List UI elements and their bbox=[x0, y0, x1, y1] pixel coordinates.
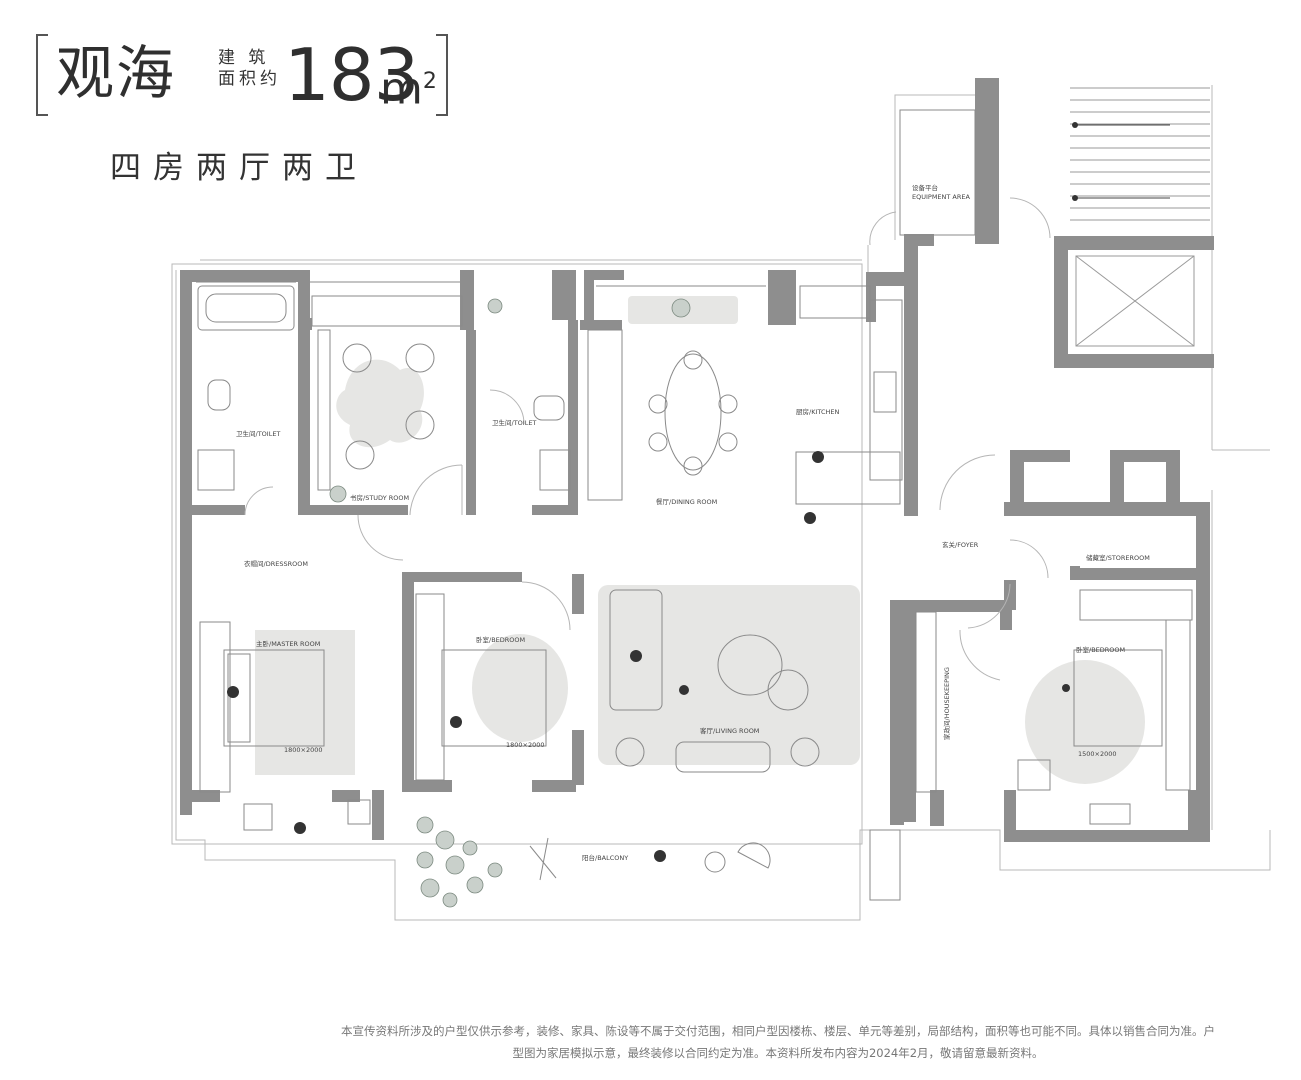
dining-cabinet bbox=[587, 329, 623, 501]
label-bedroom-1: 卧室/BEDROOM bbox=[476, 635, 525, 644]
header-bracket-right bbox=[436, 34, 448, 116]
disclaimer-line-2: 型图为家居模拟示意，最终装修以合同约定为准。本资料所发布内容为2024年2月，敬… bbox=[512, 1046, 1044, 1060]
area-label: 建 筑 面积约 bbox=[218, 48, 288, 90]
area-unit-sup: 2 bbox=[422, 69, 437, 94]
unit-name: 观海 bbox=[56, 39, 177, 107]
label-toilet-1: 卫生间/TOILET bbox=[236, 429, 280, 438]
plan-header: 观海 建 筑 面积约 183 m2 bbox=[36, 34, 456, 116]
header-bracket-left bbox=[36, 34, 48, 116]
label-master: 主卧/MASTER ROOM bbox=[256, 639, 320, 648]
furniture bbox=[196, 109, 1193, 901]
label-dressroom: 衣帽间/DRESSROOM bbox=[244, 559, 308, 568]
label-kitchen: 厨房/KITCHEN bbox=[796, 407, 839, 416]
door-arcs bbox=[244, 197, 1051, 681]
label-bed-size-1: 1800×2000 bbox=[284, 746, 323, 754]
disclaimer-line-1: 本宣传资料所涉及的户型仅供示参考，装修、家具、陈设等不属于交付范围，相同户型因楼… bbox=[341, 1024, 1215, 1038]
area-value: 183 bbox=[284, 33, 419, 117]
walls bbox=[180, 78, 1214, 842]
toilet-1 bbox=[207, 379, 231, 411]
label-bedroom-2: 卧室/BEDROOM bbox=[1076, 645, 1125, 654]
label-equipment-en: EQUIPMENT AREA bbox=[912, 193, 971, 201]
label-dining: 餐厅/DINING ROOM bbox=[656, 497, 717, 506]
disclaimer: 本宣传资料所涉及的户型仅供示参考，装修、家具、陈设等不属于交付范围，相同户型因楼… bbox=[258, 1020, 1298, 1064]
toilet-2 bbox=[533, 395, 565, 421]
master-rug bbox=[255, 630, 355, 775]
bedroom2-bed bbox=[1073, 649, 1163, 747]
living-rug bbox=[598, 585, 860, 765]
label-bed-size-2: 1800×2000 bbox=[506, 741, 545, 749]
bedroom2-rug bbox=[1025, 660, 1145, 784]
kitchen-counter-side bbox=[869, 299, 903, 481]
label-balcony: 阳台/BALCONY bbox=[582, 853, 628, 862]
stair-marker-2 bbox=[1072, 195, 1078, 201]
bathtub bbox=[197, 285, 295, 331]
sofa-l bbox=[609, 589, 663, 711]
label-study: 书房/STUDY ROOM bbox=[350, 493, 409, 502]
label-equipment-cn: 设备平台 bbox=[912, 183, 938, 192]
area-label-line2: 面积约 bbox=[218, 69, 281, 89]
label-living: 客厅/LIVING ROOM bbox=[700, 726, 759, 735]
bedroom1-rug bbox=[472, 634, 568, 742]
stair-marker-1 bbox=[1072, 122, 1078, 128]
outline-lines bbox=[171, 85, 1271, 921]
balcony-plants bbox=[329, 298, 691, 908]
master-bed bbox=[223, 649, 325, 747]
area-unit-text: m bbox=[380, 63, 423, 115]
stairs bbox=[1070, 87, 1210, 347]
label-housekeeping: 家政间/HOUSEKEEPING bbox=[942, 667, 951, 740]
bedroom1-bed bbox=[441, 649, 547, 747]
area-label-line1: 建 筑 bbox=[218, 48, 270, 68]
dining-table bbox=[664, 353, 722, 471]
label-toilet-2: 卫生间/TOILET bbox=[492, 418, 536, 427]
label-storeroom: 储藏室/STOREROOM bbox=[1086, 553, 1150, 562]
kitchen-counter-top bbox=[799, 285, 871, 319]
floor-areas bbox=[255, 296, 1145, 784]
study-rug bbox=[336, 359, 424, 448]
study-desk bbox=[311, 295, 463, 327]
label-foyer: 玄关/FOYER bbox=[942, 540, 979, 549]
area-unit: m2 bbox=[380, 56, 437, 116]
sofa-bottom bbox=[675, 741, 771, 773]
people-figures bbox=[227, 451, 1070, 862]
layout-type: 四房两厅两卫 bbox=[110, 150, 368, 186]
label-bed-size-3: 1500×2000 bbox=[1078, 750, 1117, 758]
